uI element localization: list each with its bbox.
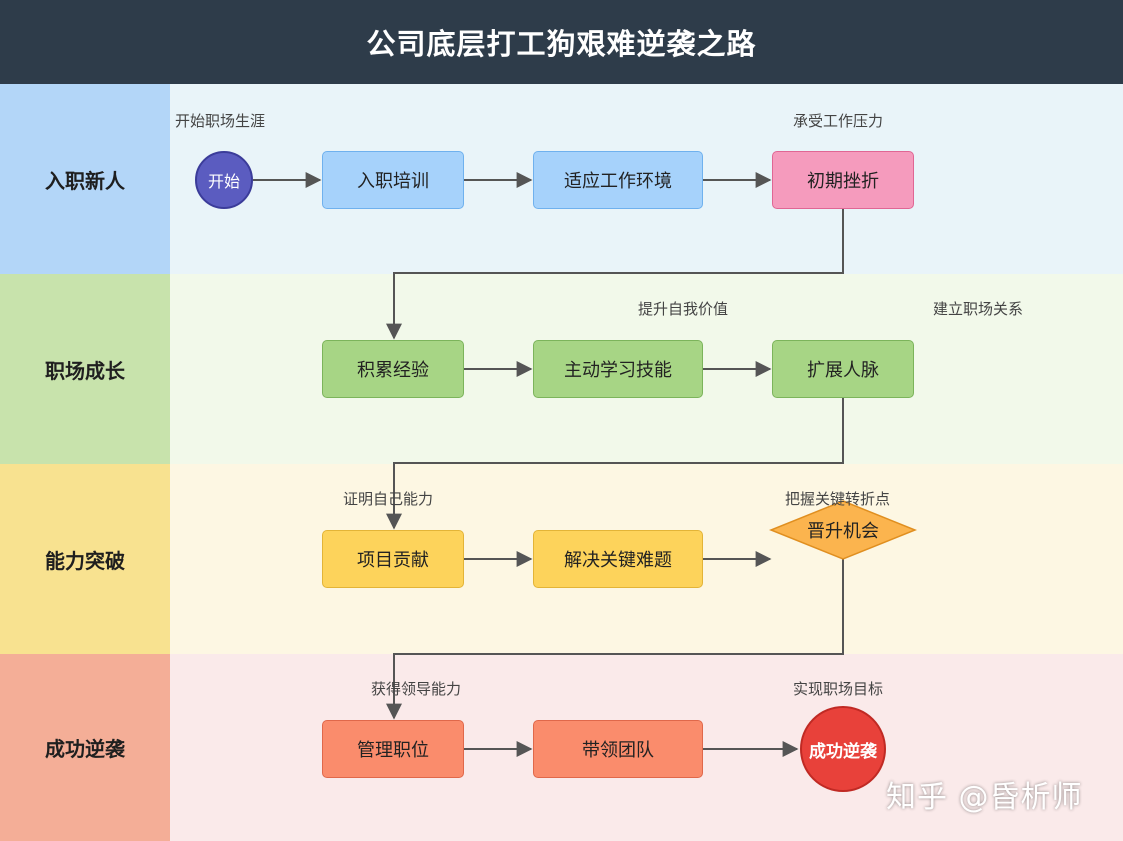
watermark: 知乎 @昏析师	[886, 780, 1083, 815]
note-improve-self: 提升自我价值	[638, 300, 729, 318]
node-solve-key-problems: 解决关键难题	[533, 530, 703, 588]
lane-label-breakthrough: 能力突破	[0, 464, 170, 654]
note-seize-turning-point: 把握关键转折点	[785, 490, 891, 508]
end-node-success: 成功逆袭	[800, 706, 886, 792]
node-adapt-environment: 适应工作环境	[533, 151, 703, 209]
node-active-learning: 主动学习技能	[533, 340, 703, 398]
node-onboarding-training: 入职培训	[322, 151, 464, 209]
lane-label-growth: 职场成长	[0, 274, 170, 464]
note-build-relations: 建立职场关系	[933, 300, 1024, 318]
note-gain-leadership: 获得领导能力	[371, 680, 462, 698]
node-promotion-opportunity: 晋升机会	[807, 521, 879, 542]
start-node: 开始	[195, 151, 253, 209]
note-endure-pressure: 承受工作压力	[793, 112, 884, 130]
note-achieve-goal: 实现职场目标	[793, 680, 884, 698]
node-accumulate-experience: 积累经验	[322, 340, 464, 398]
node-expand-network: 扩展人脉	[772, 340, 914, 398]
page-title: 公司底层打工狗艰难逆袭之路	[0, 0, 1123, 84]
node-management-position: 管理职位	[322, 720, 464, 778]
node-project-contribution: 项目贡献	[322, 530, 464, 588]
lane-label-newcomer: 入职新人	[0, 84, 170, 274]
node-early-setback: 初期挫折	[772, 151, 914, 209]
lane-label-success: 成功逆袭	[0, 654, 170, 841]
note-start-career: 开始职场生涯	[175, 112, 266, 130]
node-lead-team: 带领团队	[533, 720, 703, 778]
note-prove-ability: 证明自己能力	[343, 490, 434, 508]
